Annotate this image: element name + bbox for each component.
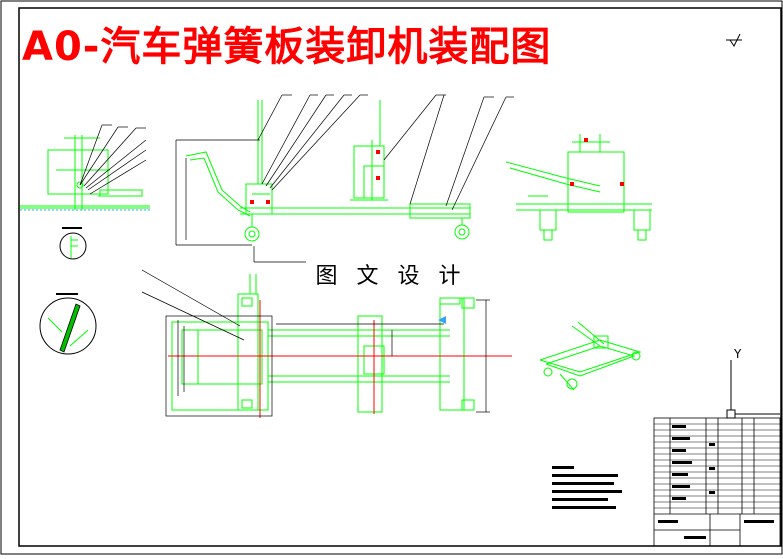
drawing-title: A0-汽车弹簧板装卸机装配图 [22,24,552,70]
title-block [653,417,781,547]
watermark-label: 图 文 设 计 [306,260,476,294]
roughness-symbol [726,33,742,47]
elevation-red-marks [250,150,380,204]
detail-circle-b [39,293,97,355]
side-view-red-marks [570,138,624,186]
plan-view [171,274,475,413]
side-view [505,134,652,241]
plan-dimensions [141,269,490,417]
left-detail-callouts [79,124,147,195]
elevation-dimensions [175,94,514,263]
detail-circle-a [59,227,87,260]
parts-list-text-blocks [658,425,774,539]
left-detail-view [20,135,150,210]
technical-notes [552,466,622,509]
elevation-view [185,100,471,242]
inner-border [18,7,782,547]
plan-centerline [168,300,512,418]
parts-list-rows [654,423,780,509]
axis-marker-label: Y [733,347,742,361]
isometric-view [539,321,642,391]
plan-blue-marker [438,316,446,324]
axis-marker [726,360,780,419]
